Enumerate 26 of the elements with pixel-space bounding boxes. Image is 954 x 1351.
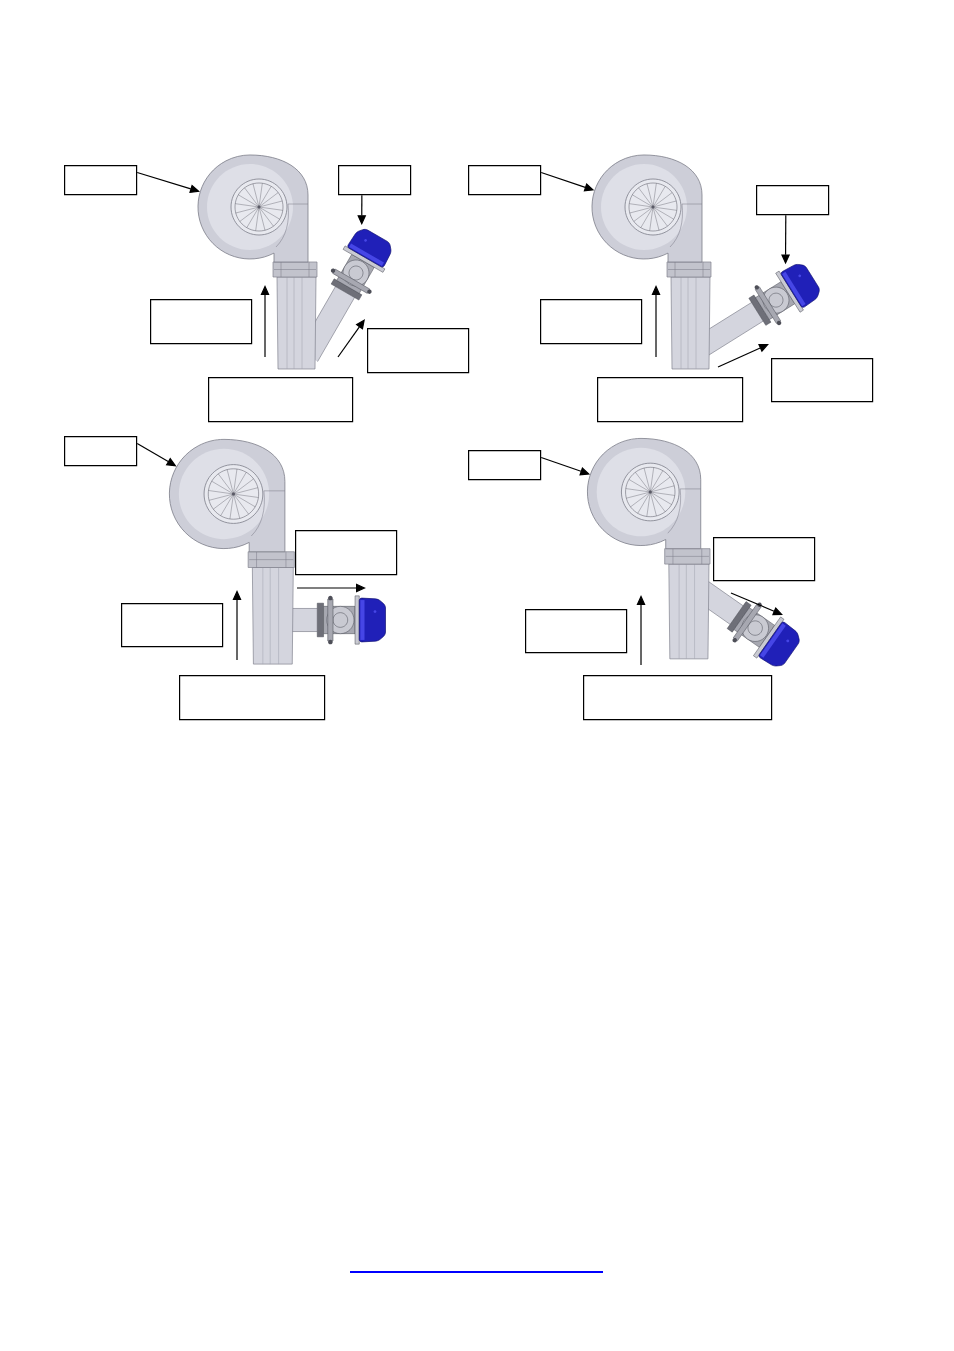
turbo-housing-drawing — [169, 439, 286, 553]
answer-box — [295, 530, 398, 576]
valve-drawing — [748, 264, 820, 326]
answer-box — [756, 185, 830, 216]
answer-box — [150, 299, 253, 345]
answer-box — [525, 609, 628, 654]
answer-box — [771, 358, 874, 403]
answer-box — [208, 377, 354, 423]
answer-box — [121, 603, 224, 648]
turbo-housing-drawing — [197, 154, 309, 263]
valve-drawing — [330, 229, 392, 301]
valve-drawing — [726, 601, 800, 667]
answer-box — [583, 675, 773, 721]
answer-box — [179, 675, 326, 721]
answer-box — [468, 165, 542, 196]
answer-box — [64, 165, 138, 196]
turbo-housing-drawing — [587, 438, 702, 550]
answer-box — [64, 436, 138, 467]
turbo-housing-drawing — [591, 154, 703, 263]
answer-box — [713, 537, 816, 582]
answer-box — [338, 165, 412, 196]
answer-box — [468, 450, 542, 481]
answer-box — [367, 328, 470, 374]
answer-box — [540, 299, 643, 345]
answer-box — [597, 377, 744, 423]
valve-drawing — [317, 595, 386, 645]
